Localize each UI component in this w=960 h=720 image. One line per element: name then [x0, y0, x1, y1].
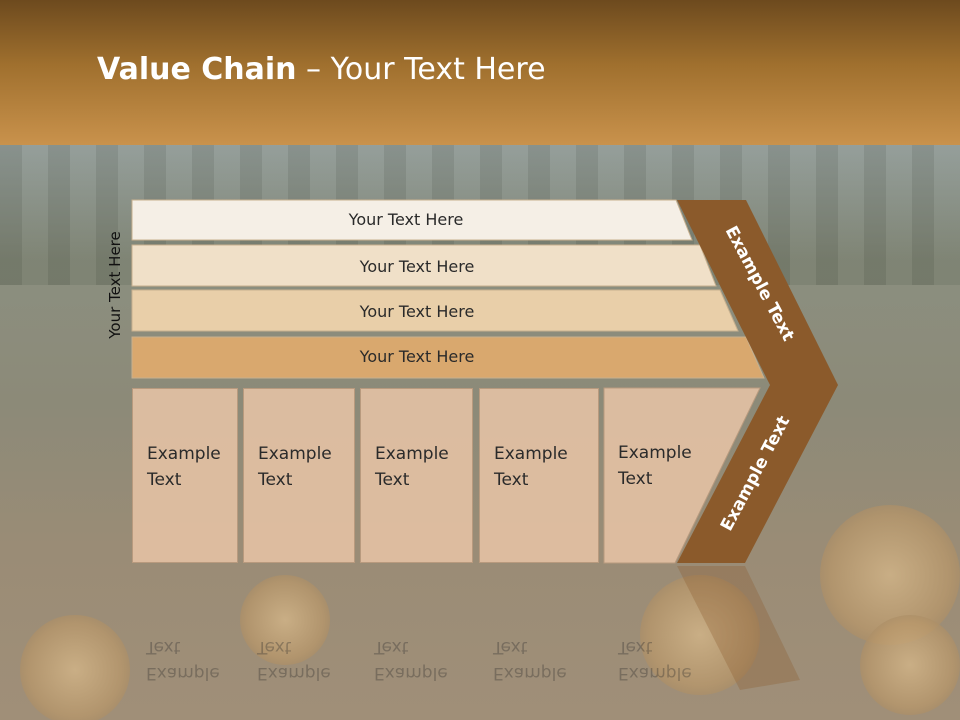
reflection-line2: Text [493, 637, 528, 657]
column-line2: Text [258, 470, 293, 490]
reflection-line1: Example [618, 663, 692, 683]
row-shape [131, 199, 693, 241]
slide-title: Value Chain – Your Text Here [97, 52, 546, 87]
slide-header: Value Chain – Your Text Here [0, 0, 960, 145]
column-line2: Text [618, 469, 653, 489]
background-log [20, 615, 130, 720]
reflection-line2: Text [374, 637, 409, 657]
row-label-box: Your Text Here [132, 200, 680, 238]
row-label: Your Text Here [359, 301, 475, 321]
reflection-line2: Text [146, 637, 181, 657]
background-log [860, 615, 960, 715]
column-line2: Text [375, 470, 410, 490]
column-line2: Text [147, 470, 182, 490]
column-line1: Example [375, 444, 449, 464]
background-log [240, 575, 330, 665]
column-line1: Example [494, 444, 568, 464]
reflection-line1: Example [146, 663, 220, 683]
row-label: Your Text Here [359, 346, 475, 366]
column-reflection: Example Text [360, 566, 473, 686]
reflection-line1: Example [257, 663, 331, 683]
chevron-reflection [677, 566, 800, 690]
column-arrow-tip [603, 387, 761, 564]
title-bold: Value Chain [97, 52, 297, 87]
row-label-box: Your Text Here [132, 292, 702, 330]
reflection-line1: Example [493, 663, 567, 683]
row-label-box: Your Text Here [132, 337, 702, 375]
row-shape [131, 244, 717, 287]
column-reflection: Example Text [132, 566, 238, 686]
row-label-box: Your Text Here [132, 247, 702, 285]
title-rest: – Your Text Here [296, 52, 546, 87]
column-line2: Text [494, 470, 529, 490]
column-reflection: Example Text [604, 566, 704, 686]
background-log [640, 575, 760, 695]
column-line1: Example [258, 444, 332, 464]
row-shape [131, 289, 739, 332]
row-shape [131, 336, 765, 379]
reflection-line1: Example [374, 663, 448, 683]
column-line1: Example [147, 444, 221, 464]
column-reflection: Example Text [243, 566, 355, 686]
vertical-label: Your Text Here [106, 231, 124, 339]
column-line1: Example [618, 443, 692, 463]
row-label: Your Text Here [359, 256, 475, 276]
reflection-line2: Text [257, 637, 292, 657]
reflection-line2: Text [618, 637, 653, 657]
row-label: Your Text Here [348, 209, 464, 229]
chevron-bottom [677, 385, 838, 563]
chevron-top [677, 200, 838, 385]
column-reflection: Example Text [479, 566, 599, 686]
